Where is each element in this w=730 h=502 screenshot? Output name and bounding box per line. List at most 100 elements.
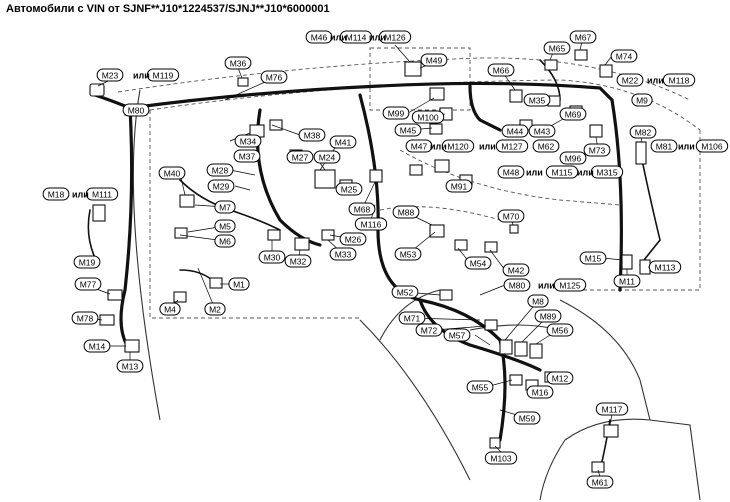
- svg-text:M61: M61: [592, 478, 609, 488]
- connector-label-m80b: M80: [503, 278, 531, 292]
- connector-label-m16: M16: [526, 385, 554, 399]
- svg-text:M315: M315: [596, 168, 618, 178]
- svg-text:M52: M52: [397, 288, 414, 298]
- svg-text:M99: M99: [388, 109, 405, 119]
- connector-label-m49: M49: [420, 53, 448, 67]
- svg-text:M111: M111: [92, 190, 112, 200]
- connector-label-m30: M30: [258, 250, 286, 264]
- svg-text:M77: M77: [80, 280, 97, 290]
- connector-label-m70: M70: [497, 209, 525, 223]
- connector-label-m56: M56: [546, 323, 574, 337]
- or-separator-8: или: [526, 168, 543, 178]
- connector-label-m81: M81: [650, 139, 678, 153]
- connector-label-m52: M52: [391, 285, 419, 299]
- connector-label-m46: M46: [305, 30, 333, 44]
- svg-text:M36: M36: [230, 59, 247, 69]
- svg-text:M19: M19: [79, 258, 96, 268]
- svg-text:M33: M33: [335, 250, 352, 260]
- or-separator-7: или: [678, 142, 695, 152]
- connector-label-m34: M34: [234, 134, 262, 148]
- svg-text:M41: M41: [335, 138, 352, 148]
- connector-label-m26: M26: [339, 232, 367, 246]
- svg-text:M42: M42: [508, 266, 525, 276]
- connector-label-m116: M116: [354, 217, 388, 231]
- svg-text:M56: M56: [552, 326, 569, 336]
- connector-label-m120: M120: [441, 139, 475, 153]
- connector-label-m65: M65: [543, 41, 571, 55]
- svg-text:M15: M15: [585, 254, 602, 264]
- connector-label-m68: M68: [348, 202, 376, 216]
- svg-text:M27: M27: [292, 153, 309, 163]
- connector-label-m13: M13: [116, 359, 144, 373]
- svg-text:M16: M16: [532, 388, 549, 398]
- connector-label-m69: M69: [559, 107, 587, 121]
- connector-label-m62: M62: [532, 139, 560, 153]
- dashboard-outline: [117, 47, 701, 319]
- connector-label-m54: M54: [464, 256, 492, 270]
- svg-text:M80: M80: [128, 106, 145, 116]
- svg-text:M26: M26: [345, 235, 362, 245]
- svg-text:M116: M116: [361, 220, 382, 230]
- connector-label-m88: M88: [392, 205, 420, 219]
- svg-text:M14: M14: [89, 342, 106, 352]
- or-separator-11: или: [538, 281, 555, 291]
- svg-text:M40: M40: [164, 169, 181, 179]
- connector-label-m72: M72: [415, 323, 443, 337]
- connector-label-m73: M73: [583, 143, 611, 157]
- svg-text:M38: M38: [304, 131, 321, 141]
- svg-text:M125: M125: [559, 281, 581, 291]
- connector-label-m55: M55: [466, 380, 494, 394]
- svg-text:M9: M9: [636, 96, 648, 106]
- svg-text:M47: M47: [411, 142, 428, 152]
- connector-label-m12: M12: [546, 371, 574, 385]
- connector-label-m43: M43: [528, 124, 556, 138]
- connector-label-m113: M113: [648, 260, 682, 274]
- svg-text:M11: M11: [619, 277, 635, 287]
- svg-text:M23: M23: [102, 71, 119, 81]
- svg-text:M103: M103: [490, 454, 512, 464]
- connector-label-m45: M45: [394, 123, 422, 137]
- svg-text:M91: M91: [451, 182, 468, 192]
- connector-label-m1: M1: [228, 277, 250, 291]
- connector-label-m71: M71: [398, 311, 426, 325]
- diagram-title: Автомобили с VIN от SJNF**J10*1224537/SJ…: [6, 3, 330, 15]
- connector-label-m5: M5: [214, 219, 236, 233]
- svg-text:M12: M12: [552, 374, 569, 384]
- svg-text:M113: M113: [655, 263, 676, 273]
- svg-text:M8: M8: [532, 297, 544, 307]
- connector-label-m106: M106: [695, 139, 729, 153]
- svg-text:M118: M118: [669, 76, 690, 86]
- svg-text:M13: M13: [122, 362, 139, 372]
- svg-text:M24: M24: [319, 153, 336, 163]
- connector-label-m9: M9: [631, 93, 653, 107]
- svg-text:M74: M74: [616, 52, 633, 62]
- svg-text:M100: M100: [417, 113, 439, 123]
- connector-label-m33: M33: [329, 247, 357, 261]
- svg-text:M2: M2: [209, 305, 221, 315]
- svg-text:M22: M22: [622, 76, 639, 86]
- connector-label-m29: M29: [207, 179, 235, 193]
- connector-label-m111: M111: [85, 187, 119, 201]
- or-separator-3: или: [133, 71, 150, 81]
- svg-text:M66: M66: [493, 66, 510, 76]
- svg-text:M78: M78: [77, 314, 94, 324]
- svg-text:M73: M73: [589, 146, 606, 156]
- connector-label-m35: M35: [523, 93, 551, 107]
- connector-label-m89: M89: [534, 309, 562, 323]
- connector-label-m32: M32: [284, 254, 312, 268]
- svg-text:M30: M30: [264, 253, 281, 263]
- svg-text:M115: M115: [552, 168, 573, 178]
- connector-label-m53: M53: [394, 247, 422, 261]
- svg-text:M18: M18: [48, 190, 65, 200]
- connector-label-m315: M315: [590, 165, 624, 179]
- connector-label-m96: M96: [559, 151, 587, 165]
- connector-label-m114: M114: [339, 30, 373, 44]
- svg-text:M67: M67: [575, 33, 592, 43]
- svg-text:M68: M68: [354, 205, 371, 215]
- svg-text:M29: M29: [213, 182, 230, 192]
- connector-label-m38: M38: [298, 128, 326, 142]
- main-harness: [87, 59, 661, 471]
- connector-label-m41: M41: [329, 135, 357, 149]
- vehicle-body-lines: [132, 89, 701, 501]
